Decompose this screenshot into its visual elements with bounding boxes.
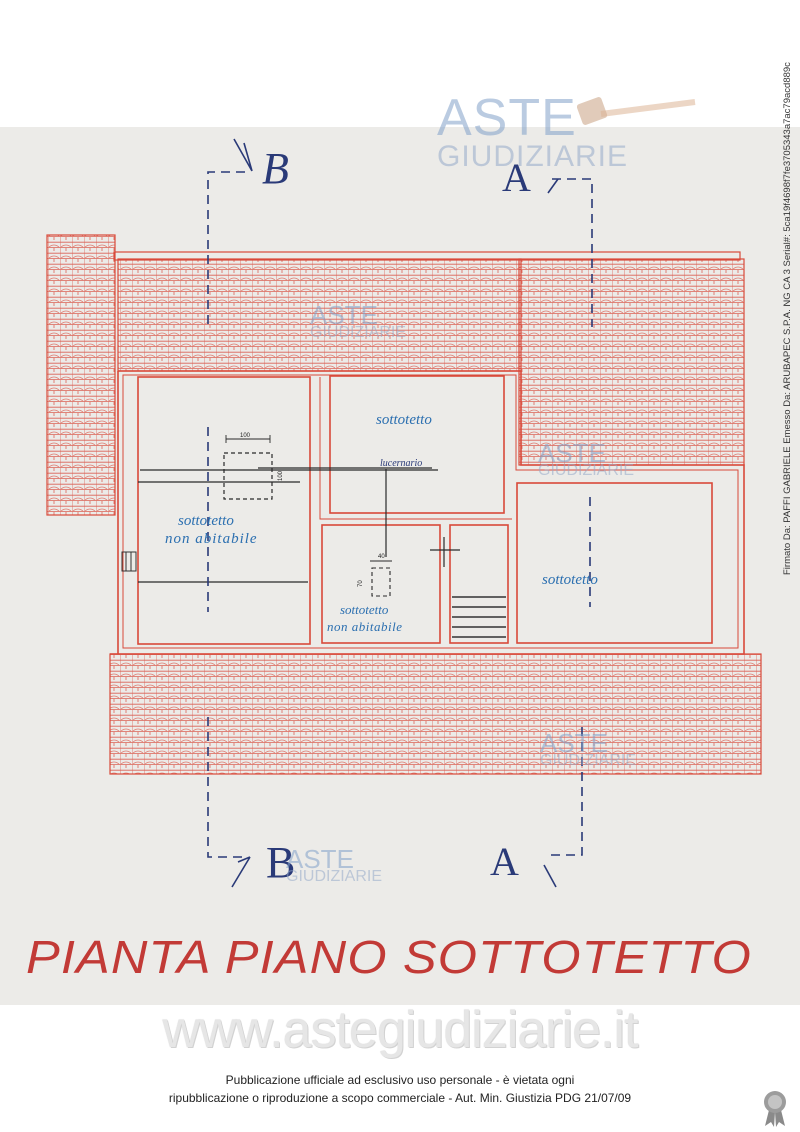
watermark-brand-line2: GIUDIZIARIE [540,752,637,769]
room-label-left-2: non abitabile [165,531,258,547]
watermark-logo-3: ASTE GIUDIZIARIE [540,728,670,774]
dimension-70: 70 [358,580,364,587]
roof-bottom [109,653,762,775]
floor-plan: B A B A sottotetto sottotetto sottotetto… [26,138,762,983]
publication-notice: Pubblicazione ufficiale ad esclusivo uso… [0,1071,800,1107]
roof-top-edge [113,251,741,261]
watermark-brand-line1: ASTE [538,438,606,468]
skylight-label: lucernario [380,458,422,469]
dimension-100-v: 100 [278,470,284,481]
watermark-brand-line1: ASTE [540,728,608,758]
construction-lines [138,467,460,583]
room-label-upper-center: sottotetto [376,412,432,428]
room-label-left-1: sottotetto [178,513,234,529]
room-label-small-1: sottotetto [340,602,389,617]
digital-signature: Firmato Da: PAFFI GABRIELE Emesso Da: AR… [782,62,793,575]
watermark-brand-line2: GIUDIZIARIE [286,868,383,885]
room-label-small-2: non abitabile [327,619,402,634]
roof-top-right [518,258,745,466]
watermark-brand-line2: GIUDIZIARIE [310,324,407,341]
section-mark-b-top: B [262,144,289,193]
roof-top [117,258,522,372]
room-label-right: sottotetto [542,572,598,588]
section-mark-b-bottom: B [266,838,295,887]
section-lines [207,171,593,858]
notice-line-2: ripubblicazione o riproduzione a scopo c… [168,1091,632,1105]
watermark-logo-4: ASTE GIUDIZIARIE [286,844,416,890]
watermark-brand-line1: ASTE [286,844,354,874]
watermark-brand-line1: ASTE [437,89,577,147]
rosette-seal-icon [764,1091,786,1127]
skylight-left [223,452,273,500]
section-mark-a-top: A [502,155,531,200]
plan-title: PIANTA PIANO SOTTOTETTO [26,931,752,983]
section-mark-a-bottom: A [490,839,519,884]
dimension-40: 40 [378,554,385,560]
scanned-drawing: B A B A sottotetto sottotetto sottotetto… [0,127,800,1005]
roof-left [46,234,116,516]
dimension-100-h: 100 [240,433,251,439]
watermark-logo-main: ASTE GIUDIZIARIE [437,88,697,183]
staircase [452,596,506,638]
skylight-small [371,567,391,597]
watermark-brand-line1: ASTE [310,300,378,330]
website-watermark: www.astegiudiziarie.it [162,1001,638,1059]
watermark-brand-line2: GIUDIZIARIE [538,462,635,479]
notice-line-1: Pubblicazione ufficiale ad esclusivo uso… [225,1073,575,1087]
watermark-logo-1: ASTE GIUDIZIARIE [310,300,440,346]
walls [110,370,745,655]
watermark-brand-line2: GIUDIZIARIE [437,140,629,173]
watermark-logo-2: ASTE GIUDIZIARIE [538,438,668,484]
gavel-icon [577,97,696,125]
